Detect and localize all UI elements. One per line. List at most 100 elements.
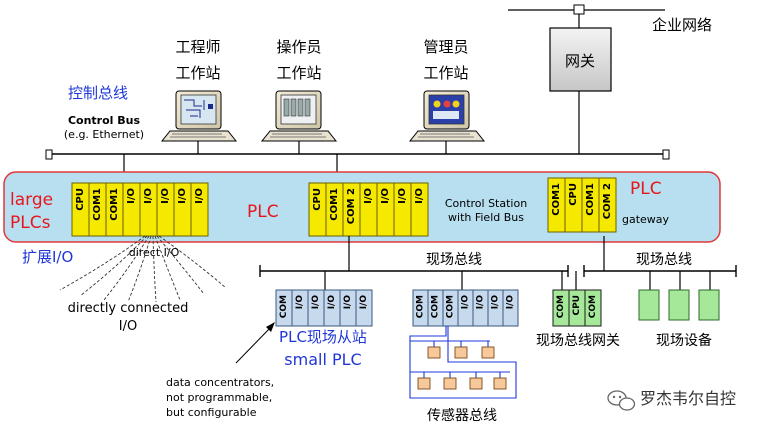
sensor-bus-label: 传感器总线 (427, 407, 497, 424)
module-label: COM1 (585, 183, 596, 216)
data-concentrators-label-1: data concentrators, (166, 376, 274, 389)
control-bus-cn-label: 控制总线 (68, 84, 128, 102)
manager-ws-label-2: 工作站 (423, 64, 468, 82)
expansion-io-label: 扩展I/O (22, 248, 73, 266)
slave-station-rack: COM I/O I/O I/O I/O I/O (275, 289, 373, 327)
field-devices-label: 现场设备 (656, 332, 712, 349)
gateway-small-label: gateway (622, 213, 670, 226)
module-slot (502, 289, 519, 327)
module-label: I/O (461, 295, 471, 310)
sensor-node (469, 377, 483, 390)
watermark-text: 罗杰韦尔自控 (640, 389, 736, 408)
annotation-arrow (235, 322, 275, 364)
module-label: I/O (327, 295, 337, 310)
module-label: CPU (568, 183, 579, 206)
module-label: CPU (312, 188, 323, 211)
wechat-icon (607, 390, 636, 411)
fieldbus-2-label: 现场总线 (636, 252, 692, 268)
module-slot (190, 182, 209, 237)
operator-ws-label-2: 工作站 (276, 64, 321, 82)
sensor-station-rack: COM COM COM I/O I/O I/O I/O (412, 289, 519, 327)
data-concentrators-label-2: not programmable, (166, 391, 272, 404)
control-station-label-1: Control Station (445, 197, 527, 210)
module-label: I/O (143, 188, 154, 204)
module-label: I/O (363, 188, 374, 204)
module-label: I/O (380, 188, 391, 204)
large-plcs-label-1: large (10, 190, 53, 210)
module-label: COM (431, 295, 441, 318)
module-label: COM (556, 295, 566, 318)
module-label: COM (446, 295, 456, 318)
module-label: CPU (572, 295, 582, 316)
module-label: I/O (414, 188, 425, 204)
module-label: I/O (476, 295, 486, 310)
module-label: COM 2 (602, 183, 613, 219)
module-label: I/O (160, 188, 171, 204)
engineer-workstation-icon (160, 90, 238, 142)
direct-io-label: direct I/O (129, 246, 180, 259)
module-label: I/O (177, 188, 188, 204)
plc-slave-station-label: PLC现场从站 (279, 328, 367, 346)
engineer-ws-label-1: 工程师 (175, 38, 220, 56)
direct-io-wires (59, 235, 227, 303)
sensor-node (427, 346, 441, 359)
module-label: COM1 (551, 183, 562, 216)
manager-ws-label-1: 管理员 (423, 38, 468, 56)
directly-connected-label-1: directly connected (68, 301, 189, 316)
fieldbus-1-label: 现场总线 (426, 252, 482, 268)
module-label: I/O (311, 295, 321, 310)
control-bus-en-label: Control Bus (68, 114, 141, 127)
sensor-node (454, 346, 468, 359)
module-label: I/O (359, 295, 369, 310)
plc-right-label: PLC (630, 179, 662, 199)
module-label: COM1 (109, 188, 120, 221)
large-plc-rack: CPU COM1 COM1 I/O I/O I/O I/O I/O (71, 182, 209, 237)
plc-center-label: PLC (247, 202, 279, 222)
sensor-node (417, 377, 431, 390)
module-label: I/O (506, 295, 516, 310)
field-device-3 (698, 289, 720, 321)
fieldbus-gateway-rack: COM CPU COM (552, 289, 602, 327)
module-slot (410, 182, 429, 237)
large-plcs-label-2: PLCs (10, 213, 51, 233)
module-label: COM1 (329, 188, 340, 221)
module-label: CPU (75, 188, 86, 211)
module-label: COM (588, 295, 598, 318)
enterprise-network-label: 企业网络 (652, 16, 712, 34)
control-bus-eg-label: (e.g. Ethernet) (64, 128, 144, 141)
module-slot (598, 177, 617, 233)
module-label: COM1 (92, 188, 103, 221)
module-label: I/O (126, 188, 137, 204)
directly-connected-label-2: I/O (119, 319, 137, 334)
module-slot (584, 289, 602, 327)
operator-ws-label-1: 操作员 (276, 38, 321, 56)
enterprise-network-tap (573, 4, 585, 15)
module-slot (355, 289, 373, 327)
module-label: I/O (491, 295, 501, 310)
module-label: COM 2 (346, 188, 357, 224)
data-concentrators-label-3: but configurable (166, 406, 257, 419)
control-station-label-2: with Field Bus (448, 211, 524, 224)
module-label: I/O (343, 295, 353, 310)
control-bus-end-left (45, 149, 53, 160)
operator-workstation-icon (260, 90, 338, 142)
center-plc-rack: CPU COM1 COM 2 I/O I/O I/O I/O (308, 182, 429, 237)
sensor-bus-wires (409, 326, 517, 399)
engineer-ws-label-2: 工作站 (175, 64, 220, 82)
sensor-node (493, 377, 507, 390)
field-device-2 (668, 289, 690, 321)
module-label: I/O (295, 295, 305, 310)
module-label: I/O (194, 188, 205, 204)
sensor-node (481, 346, 495, 359)
module-label: COM (279, 295, 289, 318)
sensor-node (443, 377, 457, 390)
fieldbus-gateway-label: 现场总线网关 (536, 333, 620, 349)
module-label: COM (416, 295, 426, 318)
right-plc-rack: COM1 CPU COM1 COM 2 (547, 177, 617, 233)
gateway-box (549, 27, 612, 92)
module-label: I/O (397, 188, 408, 204)
gateway-box-label: 网关 (565, 52, 595, 70)
manager-workstation-icon (408, 90, 486, 142)
control-bus-end-right (662, 149, 670, 160)
